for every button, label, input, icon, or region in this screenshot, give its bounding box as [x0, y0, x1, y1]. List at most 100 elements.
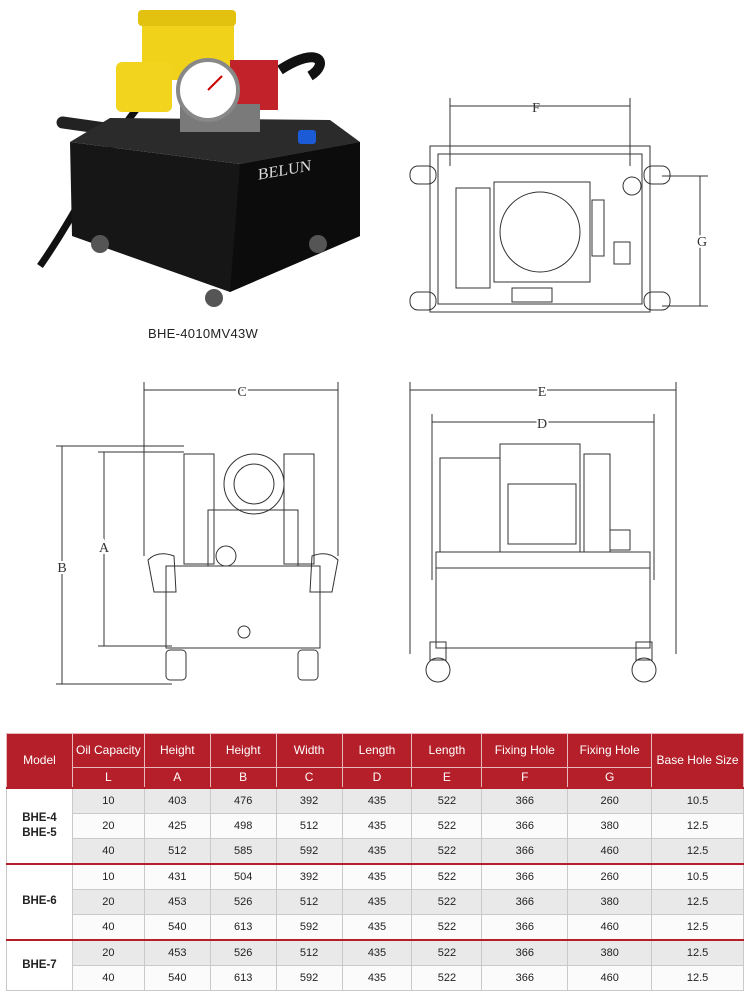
value-cell: 522: [411, 862, 483, 890]
value-cell: 512: [275, 938, 343, 966]
value-cell: 20: [71, 938, 145, 966]
value-cell: 12.5: [651, 913, 744, 940]
header-unit-f: F: [481, 767, 569, 788]
value-cell: 10.5: [651, 862, 744, 890]
value-cell: 522: [411, 812, 483, 839]
header-unit-a: A: [143, 767, 211, 788]
value-cell: 12.5: [651, 888, 744, 915]
value-cell: 540: [143, 913, 211, 940]
value-cell: 512: [143, 837, 211, 864]
value-cell: 40: [71, 964, 145, 991]
motor-circle: [499, 191, 581, 273]
value-cell: 40: [71, 837, 145, 864]
value-cell: 366: [481, 888, 569, 915]
value-cell: 526: [209, 938, 277, 966]
value-cell: 435: [341, 964, 413, 991]
value-cell: 522: [411, 964, 483, 991]
side-view-drawing: E D: [409, 382, 677, 683]
dim-label-c: C: [237, 385, 246, 400]
header-fixing-hole: Fixing Hole: [567, 733, 653, 768]
value-cell: 260: [567, 862, 653, 890]
value-cell: 512: [275, 812, 343, 839]
side-tank: [435, 551, 651, 649]
top-frame: [429, 145, 651, 313]
front-tank: [165, 565, 321, 649]
value-cell: 435: [341, 862, 413, 890]
front-gauge: [223, 453, 285, 515]
value-cell: 592: [275, 964, 343, 991]
dim-label-a: A: [99, 541, 110, 556]
value-cell: 460: [567, 913, 653, 940]
value-cell: 380: [567, 938, 653, 966]
header-unit-e: E: [411, 767, 483, 788]
value-cell: 540: [143, 964, 211, 991]
model-cell: BHE-4 BHE-5: [6, 786, 73, 864]
value-cell: 425: [143, 812, 211, 839]
dim-label-g: G: [697, 235, 707, 250]
value-cell: 435: [341, 812, 413, 839]
dim-label-e: E: [538, 385, 547, 400]
value-cell: 12.5: [651, 938, 744, 966]
model-caption: BHE-4010MV43W: [148, 326, 259, 341]
value-cell: 522: [411, 913, 483, 940]
value-cell: 10: [71, 786, 145, 814]
value-cell: 592: [275, 837, 343, 864]
header-height: Height: [143, 733, 211, 768]
value-cell: 522: [411, 837, 483, 864]
header-height: Height: [209, 733, 277, 768]
side-motor: [499, 443, 581, 553]
value-cell: 504: [209, 862, 277, 890]
value-cell: 12.5: [651, 964, 744, 991]
value-cell: 20: [71, 888, 145, 915]
header-length: Length: [341, 733, 413, 768]
value-cell: 12.5: [651, 837, 744, 864]
header-length: Length: [411, 733, 483, 768]
value-cell: 453: [143, 888, 211, 915]
value-cell: 10.5: [651, 786, 744, 814]
value-cell: 20: [71, 812, 145, 839]
value-cell: 366: [481, 786, 569, 814]
value-cell: 522: [411, 938, 483, 966]
value-cell: 435: [341, 913, 413, 940]
value-cell: 526: [209, 888, 277, 915]
value-cell: 592: [275, 913, 343, 940]
header-unit-l: L: [71, 767, 145, 788]
value-cell: 40: [71, 913, 145, 940]
value-cell: 613: [209, 913, 277, 940]
dim-label-b: B: [57, 561, 66, 576]
value-cell: 435: [341, 786, 413, 814]
value-cell: 366: [481, 913, 569, 940]
value-cell: 435: [341, 938, 413, 966]
value-cell: 460: [567, 964, 653, 991]
header-unit-d: D: [341, 767, 413, 788]
dim-label-f: F: [532, 101, 540, 116]
model-cell: BHE-6: [6, 862, 73, 940]
header-model: Model: [6, 733, 73, 788]
value-cell: 613: [209, 964, 277, 991]
value-cell: 392: [275, 786, 343, 814]
value-cell: 460: [567, 837, 653, 864]
value-cell: 431: [143, 862, 211, 890]
value-cell: 366: [481, 938, 569, 966]
value-cell: 380: [567, 812, 653, 839]
header-base-hole-size: Base Hole Size: [651, 733, 744, 788]
value-cell: 435: [341, 837, 413, 864]
front-view-drawing: C A B: [55, 382, 339, 685]
dim-label-d: D: [537, 417, 547, 432]
value-cell: 476: [209, 786, 277, 814]
value-cell: 366: [481, 837, 569, 864]
value-cell: 260: [567, 786, 653, 814]
value-cell: 453: [143, 938, 211, 966]
header-unit-g: G: [567, 767, 653, 788]
value-cell: 366: [481, 812, 569, 839]
value-cell: 522: [411, 786, 483, 814]
header-width: Width: [275, 733, 343, 768]
value-cell: 380: [567, 888, 653, 915]
header-unit-b: B: [209, 767, 277, 788]
